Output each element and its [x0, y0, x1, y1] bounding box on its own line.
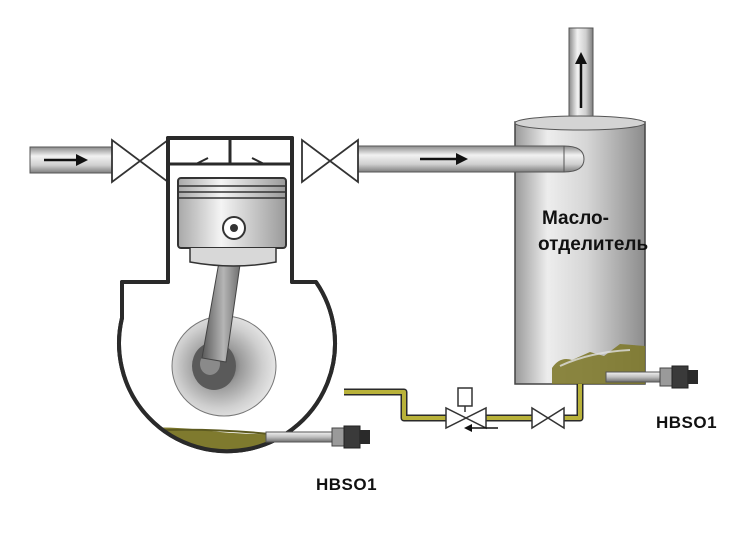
oil-return-line	[344, 384, 584, 422]
suction-valve-icon	[111, 138, 169, 184]
separator-label-line2: отделитель	[538, 234, 648, 255]
separator-sensor-label: HBSO1	[656, 413, 717, 432]
oil-flow-arrow-icon	[464, 424, 498, 432]
discharge-line-arrow-icon	[420, 153, 468, 165]
discharge-line-pipe	[357, 145, 585, 173]
piston	[177, 177, 287, 267]
valve-plate	[168, 138, 292, 166]
crankcase-sensor-label: HBSO1	[316, 475, 377, 494]
discharge-arrow-icon	[575, 52, 587, 108]
solenoid-valve-icon	[445, 387, 487, 430]
manual-valve-icon	[531, 406, 565, 430]
separator-level-sensor	[605, 365, 698, 389]
separator-label-line1: Масло-	[542, 208, 609, 229]
crankcase-level-sensor	[265, 425, 370, 449]
discharge-valve-icon	[301, 138, 359, 184]
suction-arrow-icon	[44, 154, 88, 166]
